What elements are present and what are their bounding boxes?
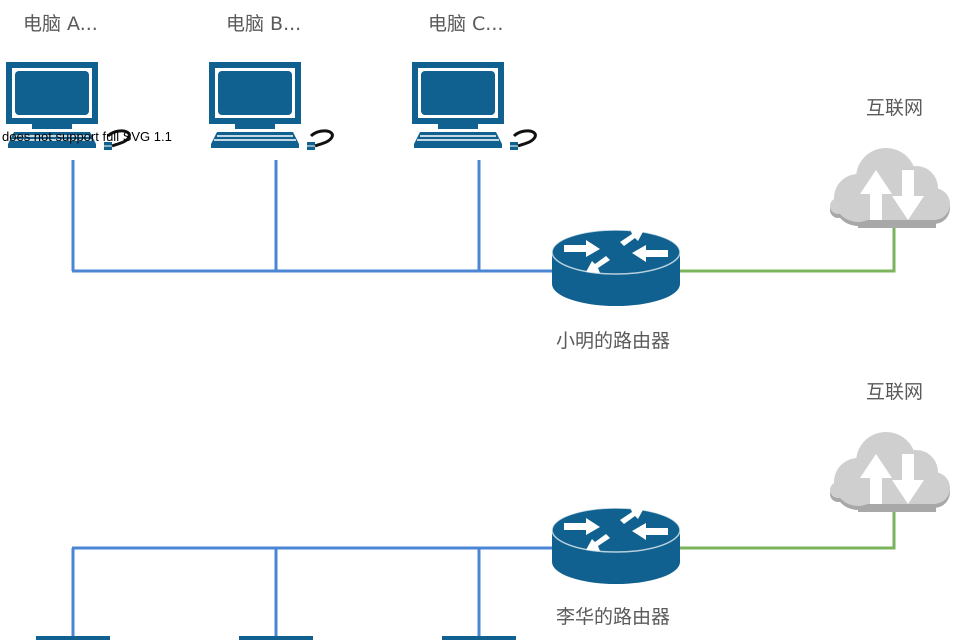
network1-wan-link [680, 223, 896, 273]
computer-c-icon [411, 57, 519, 151]
router-xiaoming-icon [551, 228, 681, 307]
network2-wan-link [680, 508, 896, 550]
network1-lan-links [71, 160, 553, 273]
svg-support-warning: does not support full SVG 1.1 [2, 129, 172, 144]
internet-1-label: 互联网 [866, 97, 924, 119]
router-xiaoming-label: 小明的路由器 [556, 330, 671, 352]
render-artifact-marks [106, 129, 537, 148]
computer-c-label: 电脑 C... [428, 13, 504, 35]
router-lihua-icon [551, 506, 681, 585]
computer-b-icon [208, 57, 316, 151]
computer-b-label: 电脑 B... [226, 13, 302, 35]
network2-computer-tops [36, 636, 516, 642]
router-lihua-label: 李华的路由器 [556, 606, 671, 628]
internet-cloud-2-icon [830, 432, 950, 512]
network2-lan-links [71, 546, 553, 640]
computer-a-label: 电脑 A... [23, 13, 98, 35]
internet-cloud-1-icon [830, 148, 950, 228]
internet-2-label: 互联网 [866, 381, 924, 403]
